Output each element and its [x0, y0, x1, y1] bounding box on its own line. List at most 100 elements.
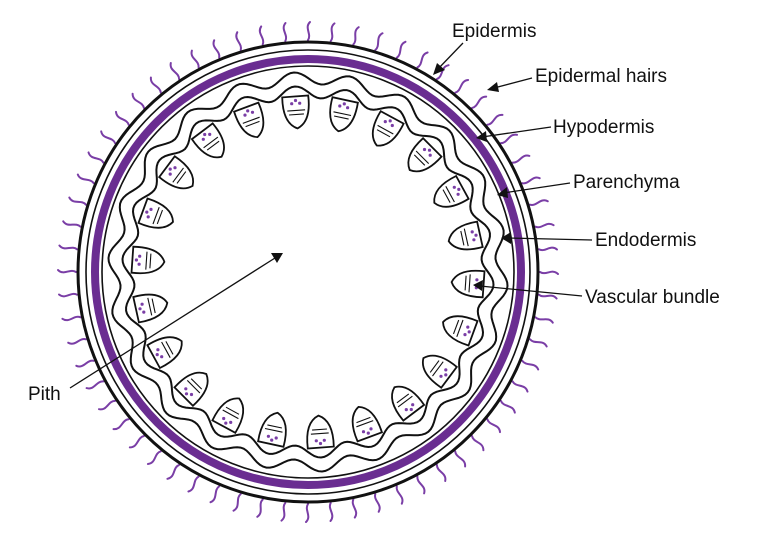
bundle-xylem-dot — [208, 132, 212, 136]
epidermal-hair — [374, 32, 384, 51]
bundle-xylem-dot — [184, 392, 189, 396]
bundle-cambium-line — [312, 428, 327, 431]
bundle-cambium-line — [222, 409, 239, 420]
epidermal-hair — [85, 380, 105, 390]
vascular-bundle — [130, 245, 166, 275]
bundle-xylem-dot — [404, 408, 408, 412]
vascular-bundle — [450, 269, 486, 299]
vascular-bundle — [137, 197, 174, 229]
epidermal-hair — [486, 418, 501, 434]
epidermal-hair — [511, 380, 529, 393]
epidermal-hair — [499, 133, 518, 145]
bundle-xylem-dot — [145, 210, 149, 214]
bundle-cambium-line — [206, 140, 220, 151]
bundle-cambium-line — [151, 298, 156, 314]
epidermal-hair — [75, 359, 95, 368]
bundle-xylem-dot — [201, 137, 205, 141]
bundle-cambium-line — [464, 275, 467, 291]
bundle-cambium-line — [415, 150, 430, 164]
vascular-bundle — [433, 174, 470, 208]
epidermal-hair — [351, 498, 358, 519]
epidermal-hair — [128, 435, 145, 449]
bundle-xylem-dot — [156, 348, 160, 352]
bundle-xylem-dot — [422, 147, 427, 152]
bundle-xylem-dot — [411, 403, 415, 407]
bundle-xylem-dot — [246, 109, 250, 113]
bundle-cambium-line — [289, 113, 304, 116]
bundle-cambium-line — [190, 378, 203, 390]
bundle-xylem-dot — [361, 430, 366, 434]
bundle-xylem-dot — [189, 392, 194, 397]
bundle-xylem-dot — [222, 416, 226, 421]
vascular-bundle-arrowhead — [473, 280, 483, 291]
bundle-cambium-line — [161, 341, 171, 358]
bundle-cambium-line — [460, 230, 465, 246]
vascular-bundle — [407, 136, 443, 173]
bundle-xylem-dot — [470, 230, 474, 234]
bundle-cambium-line — [152, 207, 160, 225]
label-vascular-bundle: Vascular bundle — [585, 287, 720, 308]
epidermal-hair — [98, 399, 117, 411]
vascular-bundles-layer — [130, 94, 486, 450]
bundle-cambium-line — [267, 424, 283, 429]
label-endodermis: Endodermis — [595, 230, 696, 251]
epidermal-hair — [329, 22, 336, 43]
vascular-bundle — [146, 336, 183, 370]
epidermal-hairs-layer — [57, 21, 559, 523]
vascular-bundle — [281, 94, 310, 130]
epidermal-hair — [352, 26, 360, 46]
bundle-xylem-dot — [137, 262, 141, 266]
bundle-xylem-dot — [155, 353, 159, 357]
bundle-xylem-dot — [146, 215, 150, 219]
bundle-xylem-dot — [250, 110, 255, 114]
epidermal-hair — [471, 95, 488, 109]
bundle-xylem-dot — [274, 436, 278, 440]
vascular-bundle — [421, 354, 459, 389]
vascular-bundle — [442, 315, 479, 347]
bundle-xylem-dot — [203, 132, 207, 137]
bundle-xylem-dot — [427, 148, 432, 152]
epidermal-hair — [416, 475, 426, 495]
bundle-xylem-dot — [444, 373, 448, 377]
bundle-xylem-dot — [168, 172, 172, 176]
bundle-cambium-line — [245, 120, 260, 128]
bundle-xylem-dot — [338, 104, 342, 108]
epidermal-hair — [146, 450, 162, 465]
epidermal-hair — [534, 316, 554, 324]
epidermal-hair — [435, 463, 447, 482]
vascular-bundle — [306, 414, 335, 450]
epidermal-hair — [529, 199, 549, 206]
epidermal-hair — [454, 450, 467, 468]
bundle-xylem-dot — [173, 166, 177, 170]
epidermal-hair — [511, 154, 531, 164]
hypodermis-band — [91, 55, 525, 489]
bundle-xylem-dot — [467, 330, 471, 334]
vascular-bundle — [173, 371, 209, 408]
epidermal-hair — [471, 435, 485, 452]
bundle-xylem-dot — [140, 302, 144, 306]
bundle-cambium-line — [356, 420, 374, 428]
epidermal-hair — [112, 418, 130, 431]
bundle-xylem-dot — [472, 238, 476, 242]
epidermal-hair — [87, 151, 105, 164]
parenchyma-arrowhead — [497, 187, 508, 198]
epidermal-hair — [537, 246, 558, 252]
epidermal-hair — [328, 501, 334, 522]
bundle-cambium-line — [333, 115, 349, 120]
bundle-cambium-line — [429, 360, 440, 373]
epidermal-hair — [61, 315, 82, 322]
bundle-cambium-line — [156, 209, 164, 225]
bundle-xylem-dot — [168, 167, 172, 171]
epidermal-hair — [187, 475, 200, 493]
epidermal-hair — [521, 176, 541, 185]
bundle-cambium-line — [463, 228, 469, 247]
bundle-cambium-line — [396, 393, 410, 404]
epidermal-hair — [539, 270, 559, 275]
bundle-cambium-line — [456, 319, 464, 337]
bundle-xylem-dot — [149, 207, 153, 211]
bundle-xylem-dot — [142, 310, 146, 314]
bundle-xylem-dot — [428, 153, 432, 157]
epidermis-arrow — [436, 42, 464, 71]
bundle-cambium-line — [397, 395, 413, 408]
vascular-bundle-arrow — [479, 285, 583, 297]
